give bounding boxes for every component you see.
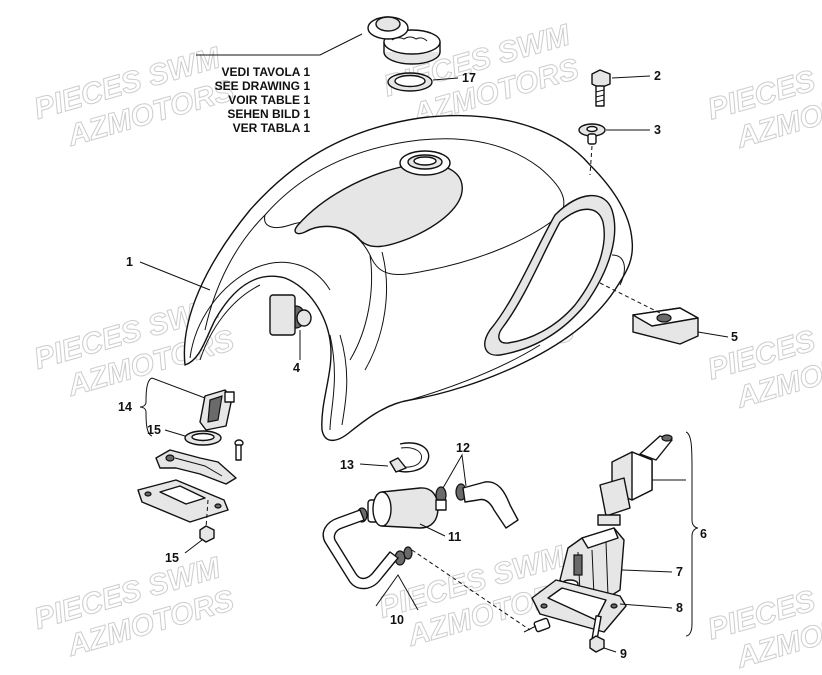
leader-15a: [164, 429, 186, 437]
hose-clamp-13: [389, 442, 430, 473]
reference-note-line: SEE DRAWING 1: [215, 79, 311, 93]
hose-clamp: [403, 546, 413, 560]
fuel-pump-connector: [597, 434, 673, 526]
leader-14: [151, 377, 206, 399]
leader-12: [442, 453, 467, 489]
callout-17: 17: [462, 71, 476, 85]
reference-note: VEDI TAVOLA 1 SEE DRAWING 1 VOIR TABLE 1…: [196, 33, 363, 135]
screw-9: [589, 615, 605, 653]
bolt-2: [591, 69, 611, 107]
callout-13: 13: [340, 458, 354, 472]
bracket-6: [685, 431, 699, 637]
assembly-line: [411, 549, 531, 631]
fuel-filter-11: [367, 487, 447, 529]
leader-11: [419, 523, 446, 537]
reference-note-line: VEDI TAVOLA 1: [222, 65, 311, 79]
leader-5: [697, 331, 729, 338]
reference-note-line: VOIR TABLE 1: [228, 93, 310, 107]
callout-7: 7: [676, 565, 683, 579]
pump-flange-8: [523, 579, 627, 633]
callout-10: 10: [390, 613, 404, 627]
callout-6: 6: [700, 527, 707, 541]
assembly-line: [205, 499, 209, 529]
callout-15a: 15: [147, 423, 161, 437]
leader-13: [359, 463, 389, 467]
callout-8: 8: [676, 601, 683, 615]
leader-1: [139, 261, 211, 291]
leader-2: [611, 75, 651, 79]
fuel-hose-lower: [322, 509, 399, 590]
callout-5: 5: [731, 330, 738, 344]
nut-15: [199, 525, 215, 543]
reference-leader: [196, 33, 363, 56]
sender-gasket-plate: [137, 479, 229, 523]
leader-15b: [184, 539, 203, 554]
callout-14: 14: [118, 400, 132, 414]
callout-15b: 15: [165, 551, 179, 565]
leader-10: [375, 574, 419, 611]
filler-gasket-17: [387, 72, 433, 92]
sender-unit: [199, 389, 235, 431]
callout-3: 3: [654, 123, 661, 137]
reference-note-line: SEHEN BILD 1: [227, 107, 310, 121]
fuel-hose-upper: [462, 481, 519, 529]
fuel-cap: [367, 16, 441, 65]
assembly-line: [589, 145, 593, 176]
washer-3: [578, 123, 606, 145]
callout-1: 1: [126, 255, 133, 269]
leader-9: [603, 647, 617, 653]
sender-cover: [155, 449, 237, 485]
leader-8: [619, 603, 673, 609]
leader-17: [432, 77, 459, 81]
o-ring-15: [184, 430, 222, 446]
callout-9: 9: [620, 647, 627, 661]
rubber-pad-5: [632, 307, 699, 345]
reference-note-line: VER TABLA 1: [233, 121, 311, 135]
screw-small: [234, 439, 244, 461]
callout-4: 4: [293, 361, 300, 375]
callout-2: 2: [654, 69, 661, 83]
leader-7: [621, 569, 673, 573]
callout-12: 12: [456, 441, 470, 455]
fuel-tank: [183, 114, 634, 442]
callout-11: 11: [448, 530, 461, 544]
fuel-pump-body-7: [559, 527, 625, 601]
bracket-14: [139, 377, 153, 437]
